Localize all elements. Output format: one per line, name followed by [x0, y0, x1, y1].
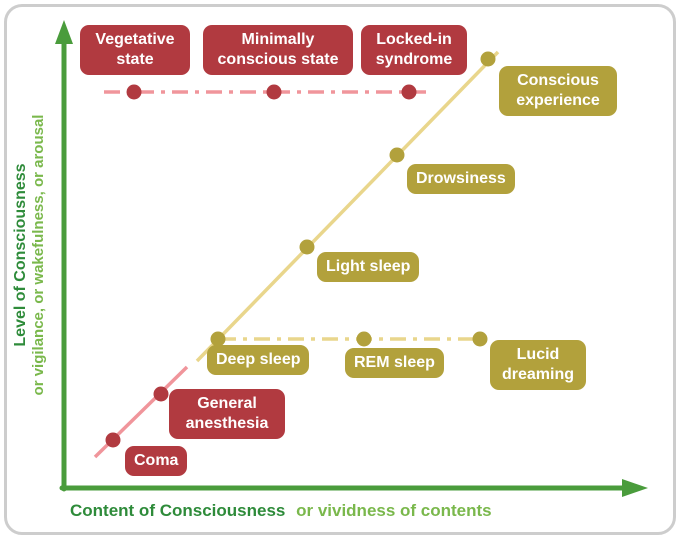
- x-axis-label: Content of Consciousness or vividness of…: [70, 501, 492, 521]
- dot-general-anesthesia: [153, 386, 169, 402]
- state-box-general-anesthesia: General anesthesia: [169, 389, 285, 439]
- dot-rem-sleep: [356, 331, 372, 347]
- state-box-coma: Coma: [125, 446, 188, 476]
- x-axis-title: Content of Consciousness: [70, 501, 286, 520]
- diagonal-line-main: [195, 50, 500, 363]
- state-box-drowsiness: Drowsiness: [407, 164, 515, 194]
- state-box-light-sleep: Light sleep: [317, 252, 420, 282]
- state-box-locked-in-syndrome: Locked-in syndrome: [361, 25, 467, 75]
- dot-locked-in-syndrome: [401, 84, 417, 100]
- y-axis-label: Level of Consciousness or vigilance, or …: [11, 20, 57, 490]
- dot-coma: [105, 432, 121, 448]
- state-box-lucid-dreaming: Lucid dreaming: [490, 340, 586, 390]
- x-axis-subtitle: or vividness of contents: [296, 501, 492, 520]
- x-axis-arrowhead: [622, 479, 648, 497]
- dot-drowsiness: [389, 147, 405, 163]
- y-axis-arrowhead: [55, 20, 73, 44]
- state-box-minimally-conscious-state: Minimally conscious state: [203, 25, 353, 75]
- dot-lucid-dreaming: [472, 331, 488, 347]
- state-box-conscious-experience: Conscious experience: [499, 66, 617, 116]
- state-box-vegetative-state: Vegetative state: [80, 25, 190, 75]
- dot-minimally-conscious-state: [266, 84, 282, 100]
- state-box-rem-sleep: REM sleep: [345, 348, 444, 378]
- y-axis-subtitle: or vigilance, or wakefulness, or arousal: [30, 114, 48, 396]
- state-box-deep-sleep: Deep sleep: [207, 345, 310, 375]
- dot-conscious-experience: [480, 51, 496, 67]
- y-axis-title: Level of Consciousness: [12, 163, 29, 347]
- dot-light-sleep: [299, 239, 315, 255]
- dot-vegetative-state: [126, 84, 142, 100]
- dot-deep-sleep: [210, 331, 226, 347]
